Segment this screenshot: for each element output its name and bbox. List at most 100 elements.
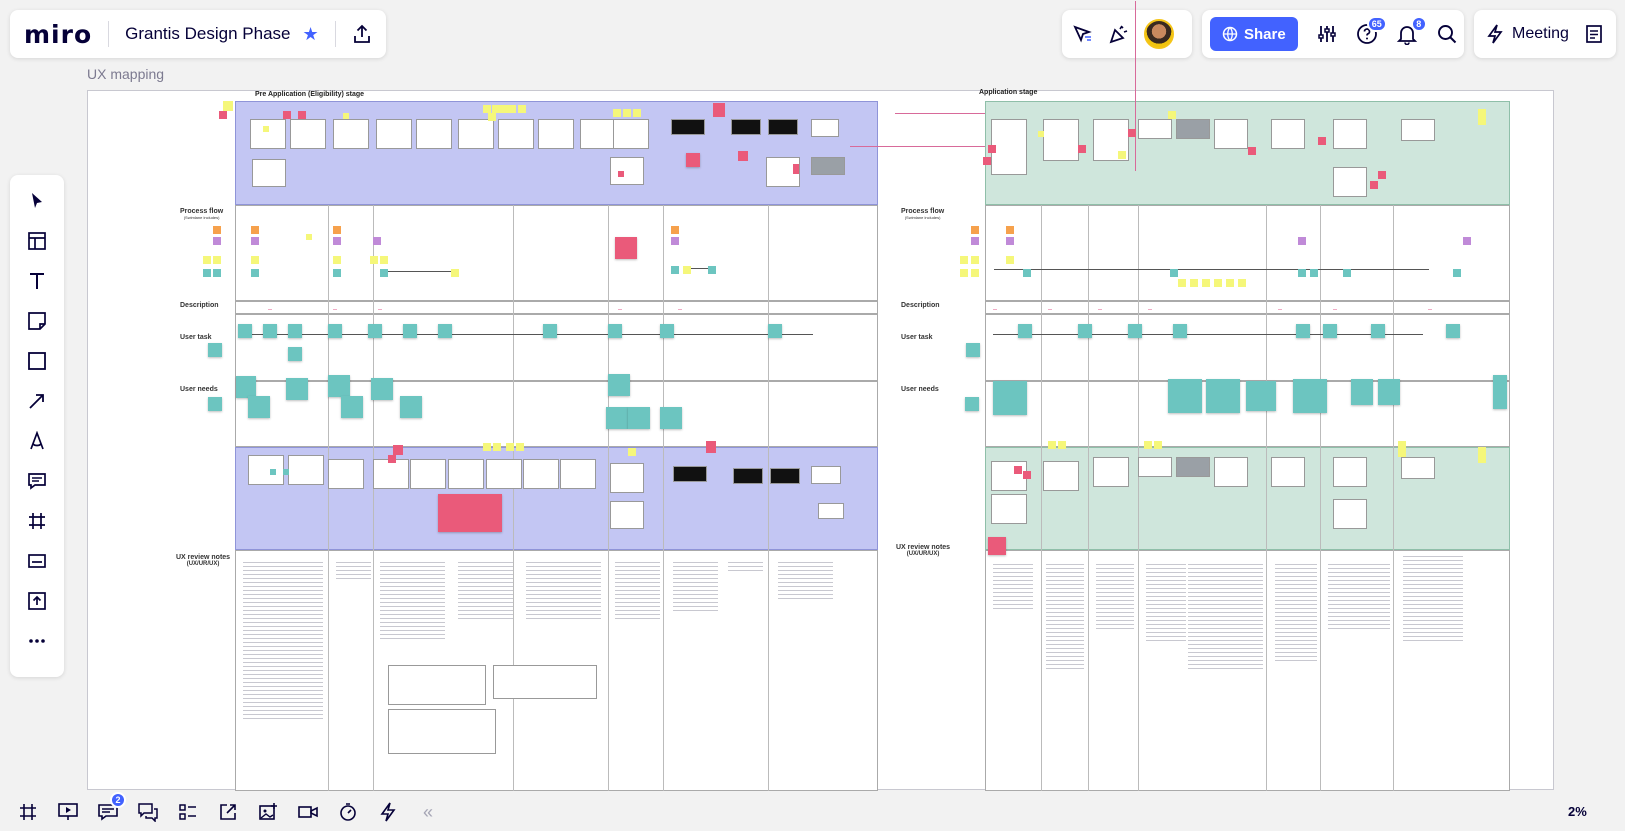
sticky-note[interactable] bbox=[686, 153, 700, 167]
sticky-note[interactable] bbox=[1351, 379, 1373, 405]
review-note-text[interactable] bbox=[1275, 561, 1317, 661]
screen-thumbnail[interactable] bbox=[1093, 457, 1129, 487]
sticky-note[interactable] bbox=[618, 171, 624, 177]
frame-label[interactable]: UX mapping bbox=[87, 66, 165, 82]
sticky-note[interactable] bbox=[506, 443, 514, 451]
review-note-text[interactable] bbox=[615, 559, 660, 619]
sticky-note[interactable] bbox=[500, 105, 508, 113]
sticky-note[interactable] bbox=[438, 324, 452, 338]
screen-thumbnail[interactable] bbox=[610, 157, 644, 185]
lightning-icon[interactable] bbox=[1486, 24, 1504, 44]
sticky-note[interactable] bbox=[238, 324, 252, 338]
screen-thumbnail[interactable] bbox=[416, 119, 452, 149]
chat-icon[interactable] bbox=[134, 798, 162, 826]
board-list-icon[interactable] bbox=[174, 798, 202, 826]
screen-thumbnail-dark[interactable] bbox=[731, 119, 761, 135]
review-note-text[interactable] bbox=[1096, 561, 1134, 631]
sticky-note[interactable] bbox=[993, 381, 1027, 415]
review-note-text[interactable] bbox=[243, 559, 323, 719]
sticky-note[interactable] bbox=[1118, 151, 1126, 159]
miro-logo[interactable]: miro bbox=[24, 19, 93, 49]
screen-thumbnail[interactable] bbox=[250, 119, 286, 149]
screen-thumbnail[interactable] bbox=[1333, 457, 1367, 487]
screen-thumbnail[interactable] bbox=[1214, 457, 1248, 487]
sticky-note[interactable] bbox=[1018, 324, 1032, 338]
sticky-note[interactable] bbox=[223, 101, 233, 111]
sticky-note[interactable] bbox=[328, 375, 350, 397]
help-icon[interactable]: 65 bbox=[1356, 16, 1387, 45]
sticky-note[interactable] bbox=[671, 237, 679, 245]
sticky-note[interactable] bbox=[483, 443, 491, 451]
sticky-note[interactable] bbox=[1178, 279, 1186, 287]
sticky-note-icon[interactable] bbox=[20, 307, 54, 335]
screen-thumbnail[interactable] bbox=[560, 459, 596, 489]
sticky-note[interactable] bbox=[1493, 375, 1507, 409]
review-note-text[interactable] bbox=[458, 559, 513, 619]
comments-icon[interactable]: 2 bbox=[94, 792, 126, 826]
sticky-note[interactable] bbox=[380, 256, 388, 264]
sticky-note[interactable] bbox=[270, 469, 276, 475]
export-icon[interactable] bbox=[352, 24, 372, 44]
sticky-note[interactable] bbox=[518, 105, 526, 113]
sticky-note[interactable] bbox=[1048, 441, 1056, 449]
sticky-note[interactable] bbox=[508, 105, 516, 113]
sticky-note[interactable] bbox=[236, 376, 256, 398]
sticky-note[interactable] bbox=[613, 109, 621, 117]
sticky-note[interactable] bbox=[208, 397, 222, 411]
sticky-note[interactable] bbox=[608, 324, 622, 338]
star-icon[interactable]: ★ bbox=[302, 23, 319, 44]
screen-thumbnail[interactable] bbox=[486, 459, 522, 489]
sticky-note[interactable] bbox=[516, 443, 524, 451]
search-icon[interactable] bbox=[1436, 23, 1458, 45]
sticky-note[interactable] bbox=[393, 445, 403, 455]
screen-thumbnail-dark[interactable] bbox=[673, 466, 707, 482]
notes-icon[interactable] bbox=[1585, 24, 1603, 44]
select-cursor-icon[interactable] bbox=[20, 187, 54, 215]
screen-thumbnail-gray[interactable] bbox=[1176, 119, 1210, 139]
form-screenshot[interactable] bbox=[388, 665, 486, 705]
settings-sliders-icon[interactable] bbox=[1316, 23, 1338, 45]
sticky-note[interactable] bbox=[768, 324, 782, 338]
sticky-note[interactable] bbox=[1310, 269, 1318, 277]
review-note-text[interactable] bbox=[993, 561, 1033, 611]
sticky-note[interactable] bbox=[380, 269, 388, 277]
sticky-note[interactable] bbox=[983, 157, 991, 165]
sticky-note[interactable] bbox=[288, 347, 302, 361]
screen-thumbnail[interactable] bbox=[580, 119, 616, 149]
sticky-note[interactable] bbox=[1371, 324, 1385, 338]
sticky-note[interactable] bbox=[373, 237, 381, 245]
sticky-note[interactable] bbox=[1453, 269, 1461, 277]
sticky-note[interactable] bbox=[488, 113, 496, 121]
screen-thumbnail[interactable] bbox=[610, 463, 644, 493]
screen-thumbnail[interactable] bbox=[1271, 457, 1305, 487]
sticky-note[interactable] bbox=[341, 396, 363, 418]
screen-thumbnail[interactable] bbox=[991, 119, 1027, 175]
celebrate-icon[interactable] bbox=[1108, 23, 1130, 45]
text-icon[interactable] bbox=[20, 267, 54, 295]
sticky-note[interactable] bbox=[1128, 324, 1142, 338]
sticky-note[interactable] bbox=[306, 234, 312, 240]
review-note-text[interactable] bbox=[1328, 561, 1390, 631]
card-icon[interactable] bbox=[20, 547, 54, 575]
sticky-note[interactable] bbox=[298, 111, 306, 119]
sticky-note[interactable] bbox=[203, 256, 211, 264]
sticky-note[interactable] bbox=[1298, 269, 1306, 277]
sticky-note[interactable] bbox=[438, 494, 502, 532]
sticky-note[interactable] bbox=[248, 396, 270, 418]
sticky-note[interactable] bbox=[971, 237, 979, 245]
screen-thumbnail[interactable] bbox=[248, 455, 284, 485]
sticky-note[interactable] bbox=[706, 441, 716, 453]
screen-thumbnail[interactable] bbox=[458, 119, 494, 149]
sticky-note[interactable] bbox=[213, 226, 221, 234]
sticky-note[interactable] bbox=[708, 266, 716, 274]
screen-thumbnail[interactable] bbox=[1333, 499, 1367, 529]
screen-thumbnail[interactable] bbox=[818, 503, 844, 519]
screen-thumbnail[interactable] bbox=[376, 119, 412, 149]
review-note-text[interactable] bbox=[380, 559, 445, 639]
collapse-toolbar-button[interactable]: « bbox=[422, 801, 433, 822]
review-note-text[interactable] bbox=[673, 559, 718, 614]
agreement-screenshot[interactable] bbox=[493, 665, 597, 699]
screen-thumbnail[interactable] bbox=[523, 459, 559, 489]
share-screen-icon[interactable] bbox=[214, 798, 242, 826]
sticky-note[interactable] bbox=[1038, 131, 1044, 137]
